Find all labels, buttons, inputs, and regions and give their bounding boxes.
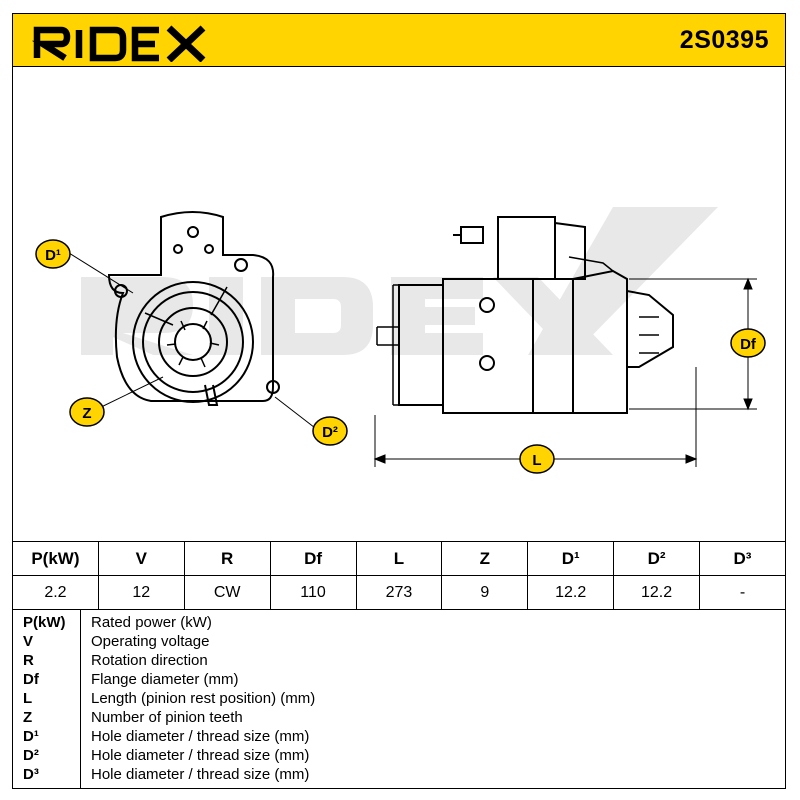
header-cell: D³ xyxy=(699,541,786,576)
value-cell: 2.2 xyxy=(12,575,99,610)
header-cell: L xyxy=(355,541,443,576)
front-view xyxy=(107,211,280,406)
spec-header-row: P(kW) V R Df L Z D¹ D² D³ xyxy=(12,541,786,576)
legend-abbr: D³ xyxy=(23,766,39,783)
legend-desc: Rotation direction xyxy=(91,652,208,669)
legend-abbr: D¹ xyxy=(23,728,39,745)
value-cell: 9 xyxy=(441,575,529,610)
legend-desc: Operating voltage xyxy=(91,633,210,650)
legend-abbr: D² xyxy=(23,747,39,764)
label-df: Df xyxy=(730,328,766,358)
legend-desc: Number of pinion teeth xyxy=(91,709,243,726)
legend-abbr: V xyxy=(23,633,34,650)
svg-text:D¹: D¹ xyxy=(45,247,61,264)
legend-row: Df Flange diameter (mm) xyxy=(13,671,785,690)
svg-text:Df: Df xyxy=(740,336,757,353)
label-l: L xyxy=(519,444,555,474)
legend: P(kW) Rated power (kW) V Operating voltage… xyxy=(12,609,786,789)
side-view xyxy=(376,216,674,414)
legend-row: R Rotation direction xyxy=(13,652,785,671)
value-cell: 12 xyxy=(97,575,185,610)
legend-row: D³ Hole diameter / thread size (mm) xyxy=(13,766,785,785)
header-cell: Z xyxy=(441,541,529,576)
starter-motor-drawing: D¹ Z D² Df L xyxy=(35,207,766,474)
header-cell: V xyxy=(97,541,185,576)
legend-row: P(kW) Rated power (kW) xyxy=(13,614,785,633)
label-d2: D² xyxy=(312,416,348,446)
spec-value-row: 2.2 12 CW 110 273 9 12.2 12.2 - xyxy=(12,575,786,610)
legend-row: V Operating voltage xyxy=(13,633,785,652)
legend-desc: Length (pinion rest position) (mm) xyxy=(91,690,316,707)
value-cell: - xyxy=(699,575,786,610)
svg-text:L: L xyxy=(532,452,541,469)
legend-divider xyxy=(80,609,81,788)
header-bar: 2S0395 xyxy=(12,13,786,67)
legend-abbr: R xyxy=(23,652,34,669)
legend-abbr: Z xyxy=(23,709,33,726)
header-cell: P(kW) xyxy=(12,541,99,576)
part-number: 2S0395 xyxy=(679,26,769,54)
value-cell: 273 xyxy=(355,575,443,610)
legend-desc: Hole diameter / thread size (mm) xyxy=(91,747,310,764)
legend-abbr: L xyxy=(23,690,33,707)
legend-row: D¹ Hole diameter / thread size (mm) xyxy=(13,728,785,747)
legend-desc: Rated power (kW) xyxy=(91,614,212,631)
value-cell: 12.2 xyxy=(527,575,615,610)
value-cell: 12.2 xyxy=(613,575,700,610)
svg-text:D²: D² xyxy=(322,424,338,441)
header-cell: R xyxy=(183,541,271,576)
legend-row: Z Number of pinion teeth xyxy=(13,709,785,728)
header-cell: D² xyxy=(613,541,700,576)
legend-desc: Hole diameter / thread size (mm) xyxy=(91,728,310,745)
header-cell: Df xyxy=(269,541,357,576)
legend-desc: Flange diameter (mm) xyxy=(91,671,239,688)
legend-abbr: Df xyxy=(23,671,39,688)
value-cell: 110 xyxy=(269,575,357,610)
legend-desc: Hole diameter / thread size (mm) xyxy=(91,766,310,783)
ridex-logo xyxy=(31,25,206,62)
label-z: Z xyxy=(69,397,105,427)
legend-row: L Length (pinion rest position) (mm) xyxy=(13,690,785,709)
label-d1: D¹ xyxy=(35,239,71,269)
legend-row: D² Hole diameter / thread size (mm) xyxy=(13,747,785,766)
value-cell: CW xyxy=(183,575,271,610)
spec-table: P(kW) V R Df L Z D¹ D² D³ 2.2 12 CW 110 … xyxy=(12,541,786,610)
legend-abbr: P(kW) xyxy=(23,614,66,631)
svg-text:Z: Z xyxy=(82,405,91,422)
header-cell: D¹ xyxy=(527,541,615,576)
